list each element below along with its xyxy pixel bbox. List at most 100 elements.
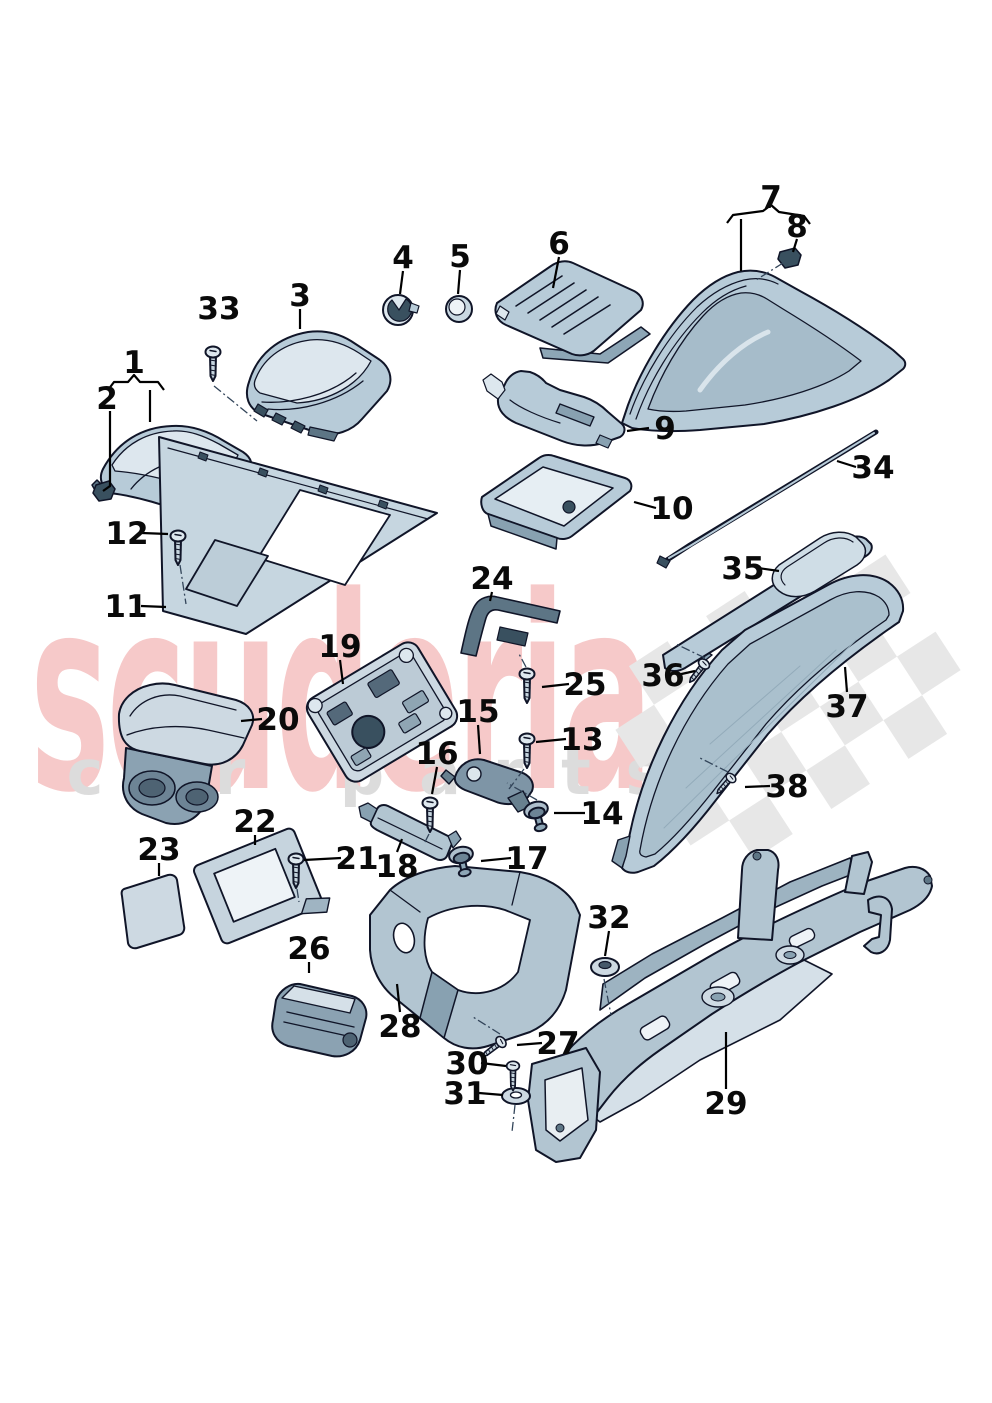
watermark-letter-0: c [66, 736, 104, 809]
callout-17-label: 17 [505, 841, 548, 877]
callout-4-label: 4 [392, 240, 414, 276]
callout-5: 5 [449, 239, 471, 295]
callout-3: 3 [289, 278, 311, 329]
callout-13: 13 [508, 722, 604, 790]
callout-29-label: 29 [704, 1086, 747, 1122]
watermark-letter-6: t [561, 736, 591, 809]
part-shape-35 [662, 531, 873, 672]
part-shape-4 [382, 294, 420, 326]
callout-21: 21 [296, 841, 379, 903]
callout-8: 8 [755, 209, 808, 281]
callout-1: 1 [107, 345, 165, 422]
callout-15: 15 [456, 694, 500, 755]
callout-28-label: 28 [378, 1009, 421, 1045]
callout-32-label: 32 [587, 900, 630, 936]
part-shape-20 [117, 682, 255, 825]
callout-6-label: 6 [548, 226, 570, 262]
part-shape-37 [611, 574, 905, 874]
callout-27-label: 27 [536, 1026, 579, 1062]
callout-28: 28 [378, 983, 422, 1045]
callout-10-label: 10 [650, 491, 693, 527]
part-shape-28 [369, 865, 581, 1050]
callout-35-label: 35 [721, 551, 764, 587]
callout-34-label: 34 [851, 450, 894, 486]
callout-22-label: 22 [233, 804, 276, 840]
callout-24: 24 [470, 561, 514, 602]
callout-1-label: 1 [123, 345, 145, 381]
callout-13-label: 13 [560, 722, 603, 758]
callout-23: 23 [137, 832, 181, 876]
callout-5-label: 5 [449, 239, 471, 275]
callout-31-label: 31 [443, 1076, 486, 1112]
callout-6: 6 [548, 226, 570, 289]
callout-29: 29 [704, 1032, 748, 1122]
callout-4: 4 [392, 240, 414, 295]
callout-36-label: 36 [641, 658, 684, 694]
callout-34: 34 [836, 450, 895, 486]
part-shape-29 [527, 849, 933, 1163]
part-shape-15 [440, 758, 534, 813]
callout-7-label: 7 [760, 180, 782, 216]
callout-18-label: 18 [375, 849, 418, 885]
callout-8-label: 8 [786, 209, 808, 245]
part-shape-19 [305, 641, 459, 783]
callout-38-label: 38 [765, 769, 808, 805]
part-shape-9 [482, 370, 626, 449]
callout-26-label: 26 [287, 931, 330, 967]
callout-37-label: 37 [825, 689, 868, 725]
callout-36: 36 [641, 643, 706, 694]
part-shape-3 [245, 330, 392, 442]
callout-24-label: 24 [470, 561, 513, 597]
callout-30: 30 [445, 1046, 507, 1082]
part-shape-5 [445, 295, 473, 323]
callout-30-label: 30 [445, 1046, 488, 1082]
callout-12-label: 12 [105, 516, 148, 552]
part-shape-11 [158, 436, 438, 635]
callout-26: 26 [287, 931, 331, 973]
callout-33-label: 33 [197, 291, 240, 327]
callout-16: 16 [415, 736, 459, 845]
callout-12: 12 [105, 516, 187, 605]
callout-25: 25 [517, 651, 607, 703]
callout-27: 27 [472, 1016, 580, 1062]
callout-20: 20 [240, 702, 300, 738]
part-shape-26 [271, 982, 368, 1058]
part-shape-23 [120, 873, 186, 950]
part-shape-25 [518, 667, 536, 704]
callout-14: 14 [506, 782, 624, 832]
part-shape-18 [358, 802, 462, 861]
callout-32: 32 [587, 900, 631, 1016]
part-shape-30 [505, 1060, 521, 1092]
part-shape-7 [621, 269, 907, 433]
callout-25-label: 25 [563, 667, 606, 703]
callout-18: 18 [375, 838, 419, 885]
callout-22: 22 [233, 804, 277, 845]
callout-2-label: 2 [96, 381, 118, 417]
part-shape-32 [590, 957, 620, 977]
part-shape-33 [204, 345, 222, 382]
callout-38: 38 [697, 756, 809, 805]
callout-2: 2 [96, 381, 118, 492]
callout-23-label: 23 [137, 832, 180, 868]
callout-20-label: 20 [256, 702, 299, 738]
part-shape-8 [777, 247, 802, 269]
part-shape-31 [501, 1087, 531, 1105]
part-shape-10 [480, 453, 633, 550]
part-shape-6 [494, 260, 651, 364]
callout-3-label: 3 [289, 278, 311, 314]
callout-31: 31 [443, 1076, 516, 1133]
callout-21-label: 21 [335, 841, 378, 877]
callout-35: 35 [721, 551, 780, 587]
part-shape-24 [460, 595, 561, 657]
callout-19-label: 19 [318, 629, 361, 665]
callout-17: 17 [480, 841, 549, 877]
callout-11: 11 [104, 589, 167, 625]
callout-9-label: 9 [654, 411, 676, 447]
callout-9: 9 [626, 411, 676, 447]
callout-11-label: 11 [104, 589, 147, 625]
callout-14-label: 14 [580, 796, 623, 832]
callout-10: 10 [633, 491, 694, 527]
